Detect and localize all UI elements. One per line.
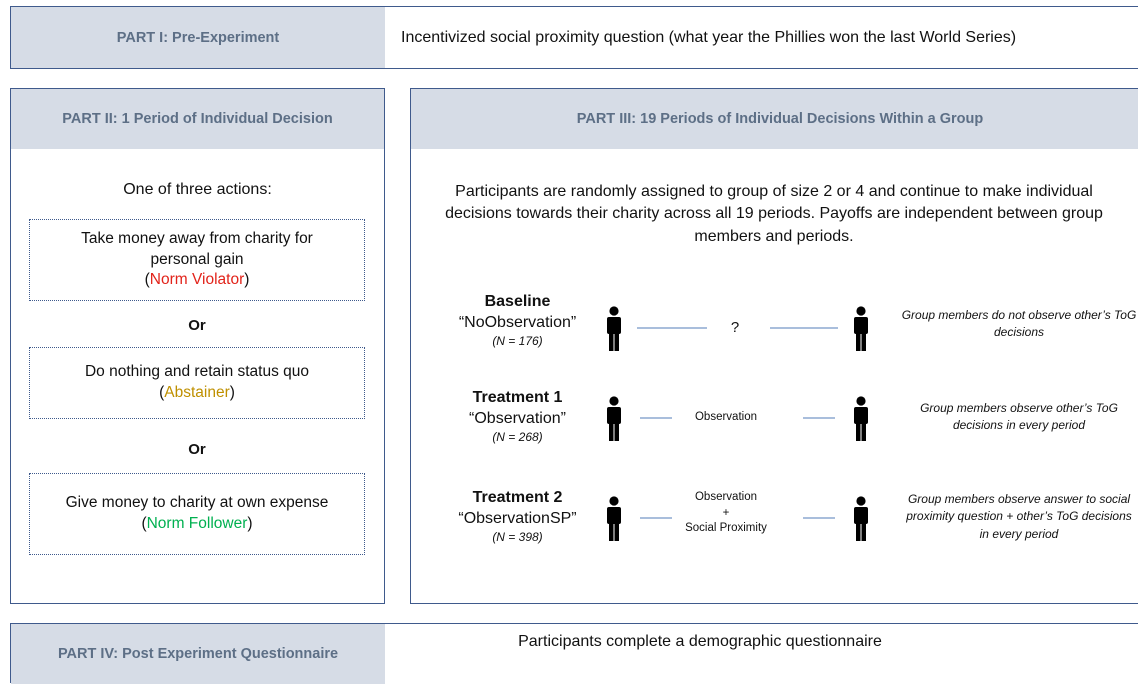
condition-title: Baseline: [484, 293, 551, 310]
part1-header: PART I: Pre-Experiment: [11, 7, 385, 68]
action-norm-violator: Take money away from charity for persona…: [29, 219, 365, 301]
action-norm-follower: Give money to charity at own expense (No…: [29, 473, 365, 555]
part3-header: PART III: 19 Periods of Individual Decis…: [411, 89, 1138, 149]
condition-title: Treatment 2: [472, 489, 563, 506]
relation-label: ?: [730, 319, 740, 336]
condition-name: “Observation”: [469, 409, 566, 427]
condition-description: Group members observe answer to social p…: [906, 492, 1132, 541]
part2-intro: One of three actions:: [123, 181, 272, 198]
person-icon: [854, 496, 868, 541]
part1-text: Incentivized social proximity question (…: [401, 28, 1017, 46]
or-label: Or: [188, 441, 206, 458]
condition-n: (N = 398): [492, 529, 543, 544]
condition-n: (N = 176): [492, 333, 543, 348]
part1-panel: PART I: Pre-Experiment Incentivized soci…: [10, 6, 1138, 69]
person-icon: [607, 306, 621, 351]
role-abstainer: Abstainer: [164, 384, 230, 401]
condition-treatment2: Treatment 2 “ObservationSP” (N = 398): [440, 488, 595, 545]
connector-line: [637, 327, 707, 329]
person-icon: [854, 306, 868, 351]
action-text-line1: Take money away from charity for: [81, 229, 313, 247]
connector-line: [640, 517, 672, 519]
condition-n: (N = 268): [492, 429, 543, 444]
action-abstainer: Do nothing and retain status quo (Abstai…: [29, 347, 365, 419]
connector-line: [803, 517, 835, 519]
action-text-line1: Do nothing and retain status quo: [84, 363, 310, 381]
part2-header: PART II: 1 Period of Individual Decision: [11, 89, 384, 149]
relation-label: Observation: [694, 491, 757, 503]
connector-line: [803, 417, 835, 419]
action-text-line1: Give money to charity at own expense: [65, 494, 329, 512]
relation-label: Social Proximity: [685, 522, 767, 535]
role-norm-follower: Norm Follower: [146, 515, 248, 532]
condition-name: “ObservationSP”: [458, 509, 577, 527]
action-text-line2: personal gain: [150, 250, 244, 268]
connector-line: [770, 327, 838, 329]
condition-treatment1: Treatment 1 “Observation” (N = 268): [440, 388, 595, 445]
person-icon: [854, 396, 868, 441]
part3-intro: Participants are randomly assigned to gr…: [445, 183, 1103, 245]
part4-header: PART IV: Post Experiment Questionnaire: [11, 624, 385, 684]
condition-baseline: Baseline “NoObservation” (N = 176): [440, 292, 595, 349]
role-norm-violator: Norm Violator: [149, 271, 245, 289]
relation-label: Observation: [694, 411, 757, 423]
person-icon: [607, 496, 621, 541]
person-icon: [607, 396, 621, 441]
or-label: Or: [188, 317, 206, 334]
connector-line: [640, 417, 672, 419]
condition-description: Group members do not observe other’s ToG…: [901, 308, 1137, 340]
part2-panel: PART II: 1 Period of Individual Decision…: [10, 88, 385, 604]
relation-plus: +: [722, 506, 730, 519]
part4-panel: PART IV: Post Experiment Questionnaire P…: [10, 623, 1138, 684]
relation-label-block: Observation + Social Proximity: [672, 490, 780, 537]
part3-panel: PART III: 19 Periods of Individual Decis…: [410, 88, 1138, 604]
part4-text: Participants complete a demographic ques…: [518, 633, 882, 650]
condition-description: Group members observe other’s ToG decisi…: [920, 401, 1118, 433]
condition-title: Treatment 1: [472, 389, 563, 406]
condition-name: “NoObservation”: [458, 313, 577, 331]
